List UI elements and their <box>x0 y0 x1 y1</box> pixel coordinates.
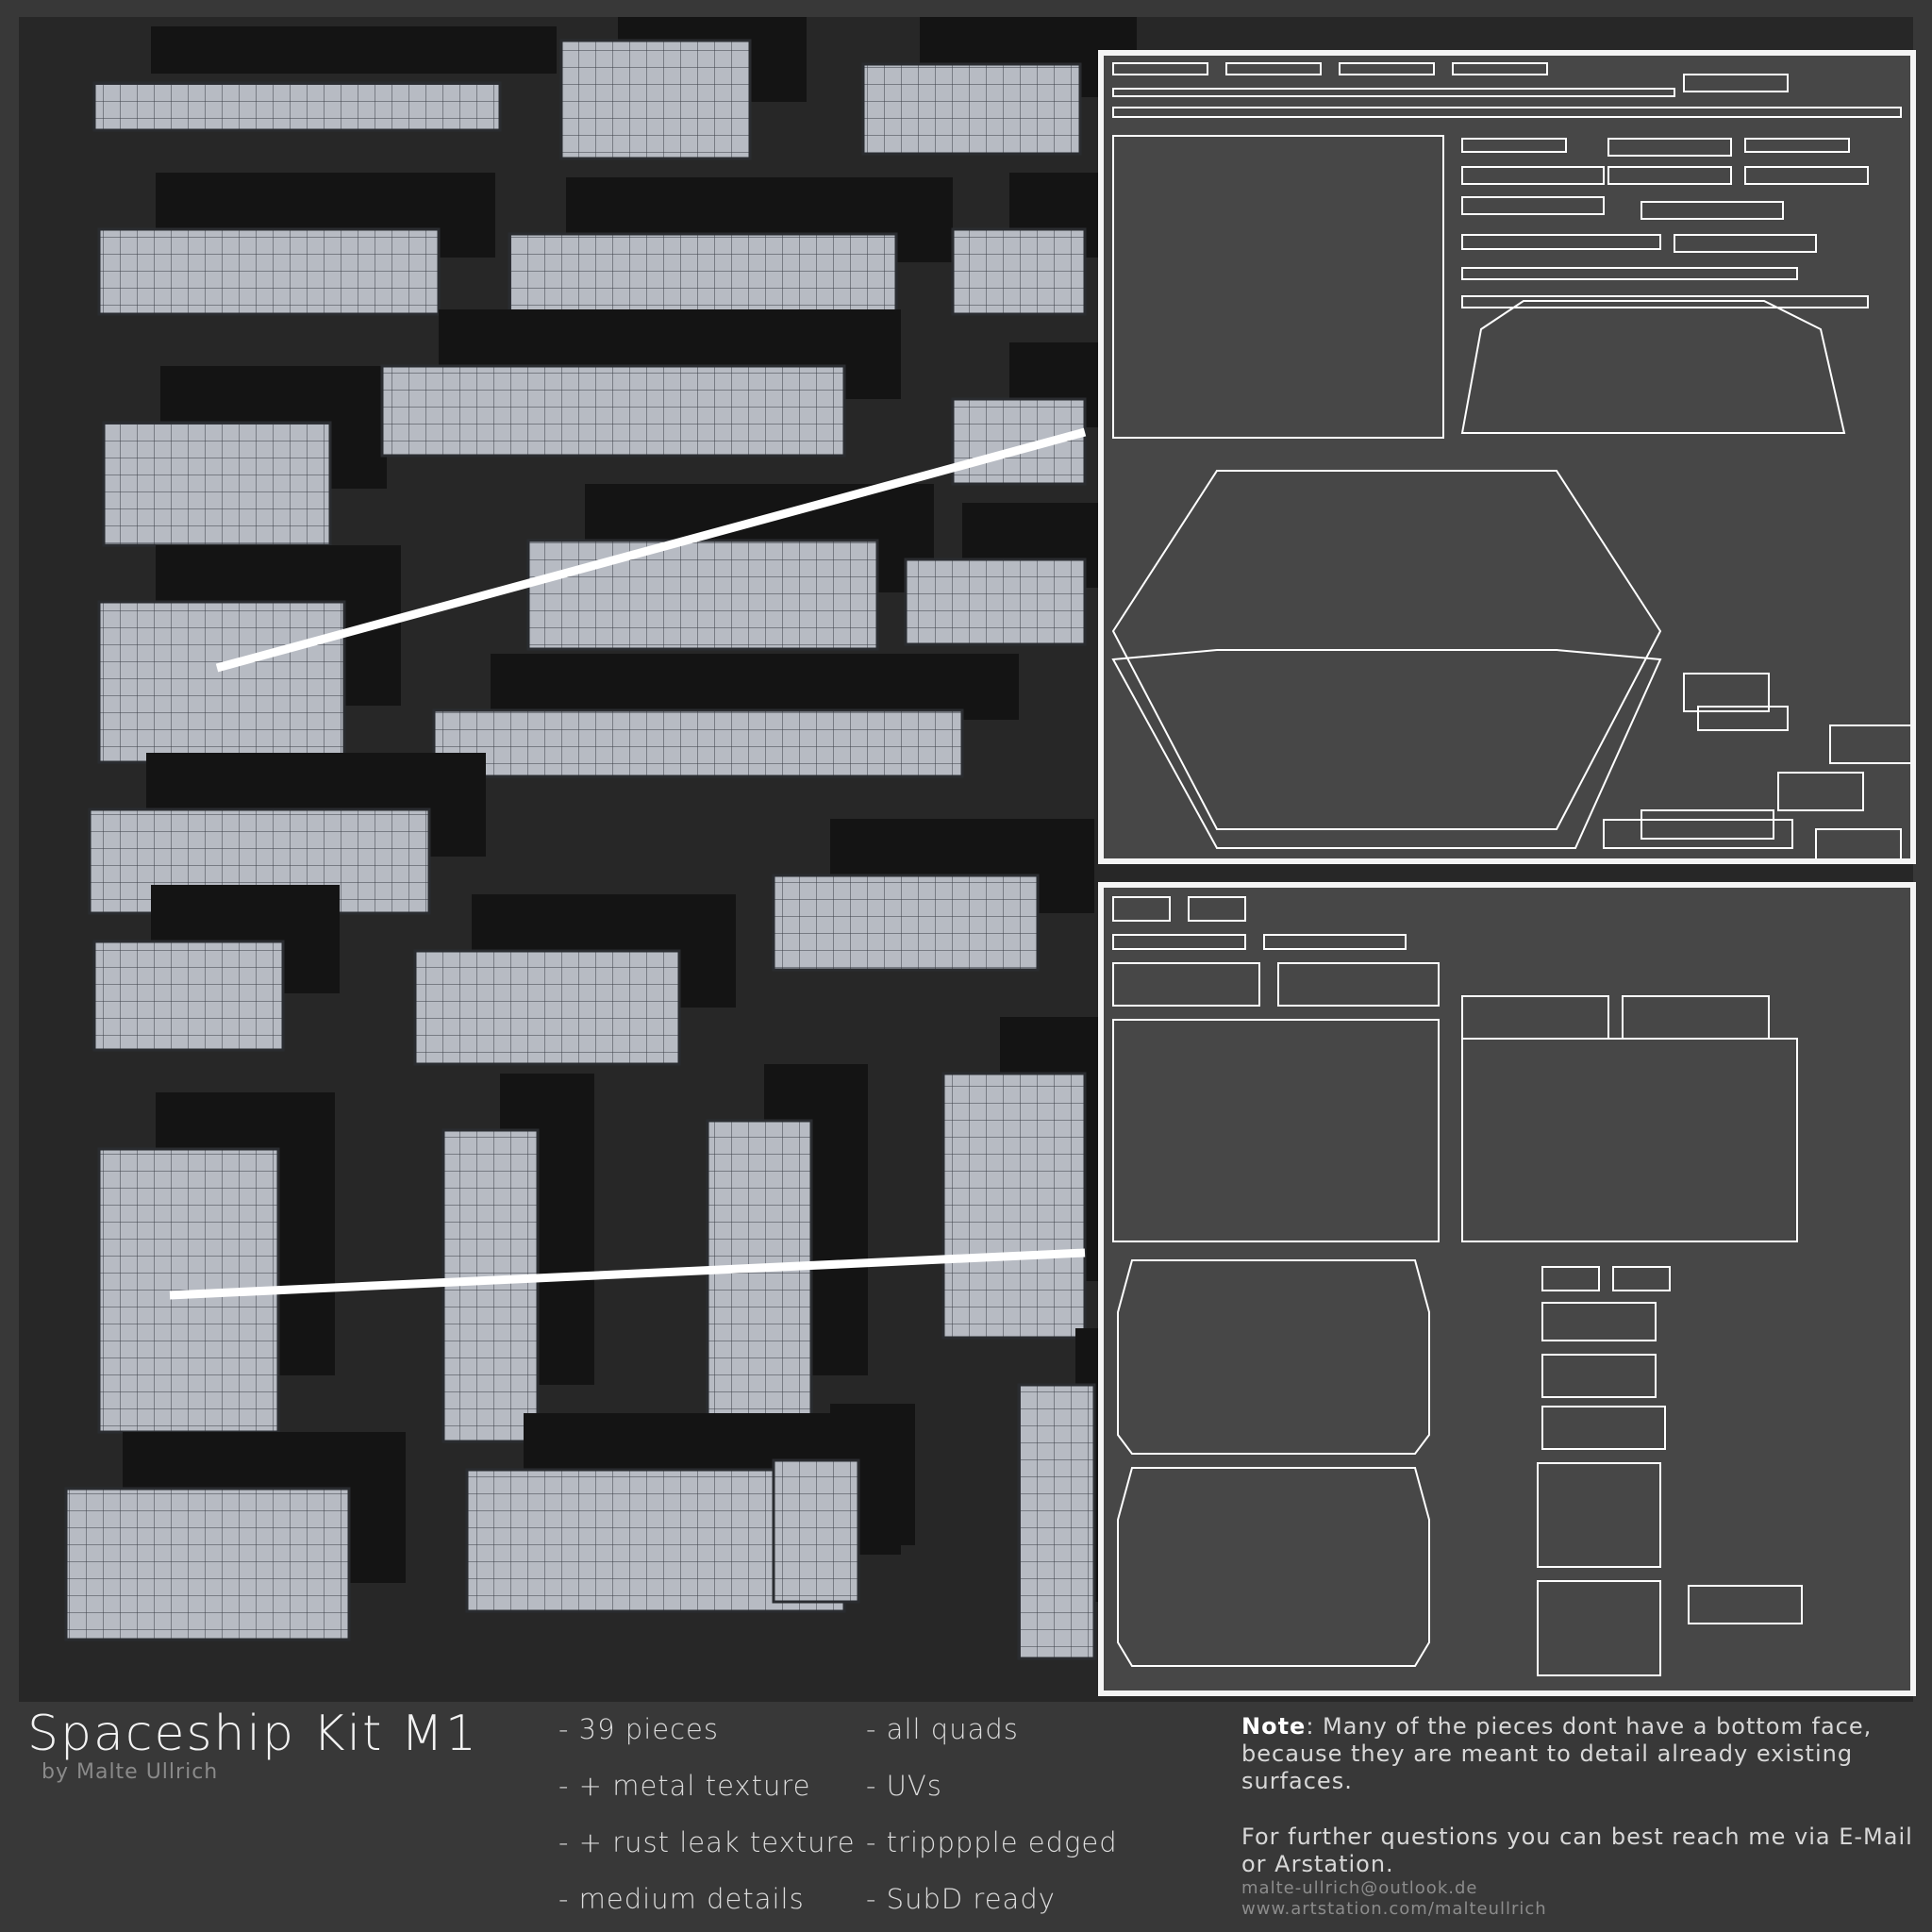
uv-island <box>1537 1580 1661 1676</box>
contact-text: For further questions you can best reach… <box>1241 1824 1913 1877</box>
uv-wireframe-2 <box>1112 896 1803 1676</box>
uv-island <box>1603 819 1793 849</box>
uv-island <box>1622 995 1770 1040</box>
uv-island <box>1829 724 1910 764</box>
uv-island <box>1461 138 1567 153</box>
uv-island <box>1744 138 1850 153</box>
uv-island <box>1537 1462 1661 1568</box>
kit-piece <box>941 1072 1087 1340</box>
uv-island <box>1452 62 1548 75</box>
uv-island <box>1683 673 1770 712</box>
uv-island <box>1112 135 1444 439</box>
uv-island <box>1461 995 1609 1040</box>
uv-layout-panel-2 <box>1098 882 1916 1696</box>
website-link[interactable]: www.artstation.com/malteullrich <box>1241 1899 1547 1919</box>
uv-island <box>1112 962 1260 1007</box>
uv-island <box>1607 138 1732 157</box>
uv-island <box>1277 962 1440 1007</box>
kit-piece <box>706 1119 813 1434</box>
uv-layout-panel-1 <box>1098 50 1916 864</box>
kit-piece <box>64 1487 351 1641</box>
kit-piece <box>92 81 502 132</box>
email-link[interactable]: malte-ullrich@outlook.de <box>1241 1878 1478 1898</box>
uv-island <box>1112 934 1246 950</box>
uv-island <box>1683 74 1789 92</box>
note-paragraph: Note: Many of the pieces dont have a bot… <box>1241 1713 1921 1795</box>
note-block: Note: Many of the pieces dont have a bot… <box>1241 1713 1921 1920</box>
uv-island <box>1461 267 1798 280</box>
uv-island <box>1112 107 1902 118</box>
uv-island <box>1112 62 1208 75</box>
feature-item: - medium details <box>558 1883 805 1915</box>
kit-piece <box>861 62 1082 156</box>
uv-island <box>1641 201 1784 220</box>
author-credit: by Malte Ullrich <box>42 1760 219 1784</box>
kit-piece <box>559 39 752 160</box>
feature-item: - SubD ready <box>866 1883 1056 1915</box>
uv-island <box>1815 828 1902 858</box>
piece-shadow <box>151 26 557 74</box>
uv-island <box>1117 1467 1430 1667</box>
page-title: Spaceship Kit M1 <box>27 1706 478 1762</box>
uv-island <box>1541 1406 1666 1450</box>
note-label: Note <box>1241 1713 1307 1740</box>
uv-island <box>1225 62 1322 75</box>
uv-island <box>1461 234 1661 250</box>
kit-piece <box>772 874 1040 972</box>
feature-item: - + rust leak texture <box>558 1826 856 1858</box>
kit-piece <box>380 364 846 458</box>
kit-piece <box>904 558 1087 646</box>
note-text: : Many of the pieces dont have a bottom … <box>1241 1713 1873 1794</box>
uv-island <box>1688 1585 1803 1624</box>
uv-island <box>1111 649 1662 849</box>
uv-island <box>1612 1266 1671 1291</box>
kit-piece <box>1017 1383 1096 1660</box>
kit-piece <box>432 708 964 778</box>
uv-island <box>1607 166 1732 185</box>
kit-piece <box>508 232 898 321</box>
kit-piece <box>413 949 681 1066</box>
uv-island <box>1461 196 1605 215</box>
uv-island <box>1541 1302 1657 1341</box>
feature-item: - all quads <box>866 1713 1019 1745</box>
feature-item: - tripppple edged <box>866 1826 1118 1858</box>
uv-island <box>1111 470 1662 830</box>
kit-piece <box>97 227 441 316</box>
uv-island <box>1697 706 1789 731</box>
uv-island <box>1112 1019 1440 1242</box>
kit-piece <box>772 1458 860 1604</box>
uv-island <box>1541 1266 1600 1291</box>
uv-island <box>1112 88 1675 97</box>
uv-wireframe-1 <box>1111 62 1910 858</box>
kit-piece <box>102 421 332 547</box>
model-render-area <box>19 17 1916 1702</box>
kit-piece <box>92 940 285 1052</box>
uv-island <box>1541 1354 1657 1398</box>
kit-piece <box>526 539 879 651</box>
uv-island <box>1112 896 1171 922</box>
uv-island <box>1461 1038 1798 1242</box>
kit-piece <box>951 227 1087 316</box>
uv-island <box>1744 166 1869 185</box>
uv-island <box>1263 934 1407 950</box>
uv-island <box>1117 1259 1430 1455</box>
uv-island <box>1461 295 1869 308</box>
feature-item: - UVs <box>866 1770 942 1802</box>
uv-island <box>1460 300 1846 434</box>
uv-island <box>1188 896 1246 922</box>
feature-item: - + metal texture <box>558 1770 811 1802</box>
kit-piece <box>97 600 346 764</box>
uv-island <box>1461 166 1605 185</box>
callout-line-top <box>215 427 1087 673</box>
callout-line-bottom <box>169 1248 1086 1300</box>
feature-item: - 39 pieces <box>558 1713 720 1745</box>
uv-island <box>1674 234 1817 253</box>
uv-island <box>1641 809 1774 840</box>
piece-shadow <box>491 654 1019 720</box>
uv-island <box>1339 62 1435 75</box>
uv-island <box>1777 772 1864 811</box>
